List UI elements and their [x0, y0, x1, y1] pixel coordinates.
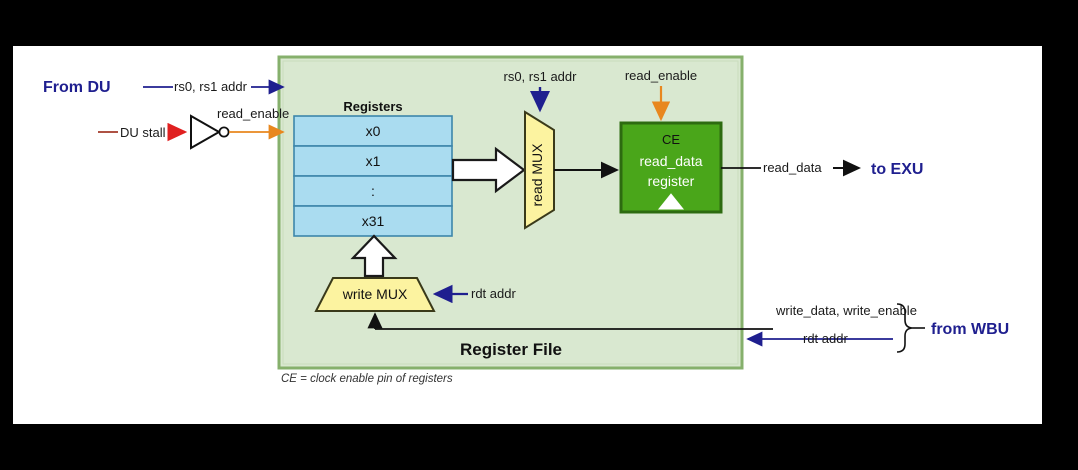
register-file-diagram: From DU rs0, rs1 addr DU stall read_enab…: [43, 55, 1009, 385]
du-stall-label: DU stall: [120, 125, 166, 140]
du-stall-inverter-group: DU stall read_enable: [98, 106, 289, 150]
write-mux-select-label: rdt addr: [471, 286, 516, 301]
register-cell: [293, 145, 453, 177]
read-enable-input-label: read_enable: [625, 68, 697, 83]
registers-heading: Registers: [343, 99, 402, 114]
from-du-label: From DU: [43, 79, 111, 96]
read-data-register-line2: register: [648, 173, 695, 189]
register-cell-label: x31: [362, 213, 385, 229]
wbu-rdt-addr-wire: rdt addr: [746, 331, 893, 347]
registers-to-read-mux-bus-arrow: [451, 146, 526, 194]
wbu-write-data-wire: write_data, write_enable: [367, 303, 917, 330]
from-du-signal-label: rs0, rs1 addr: [174, 79, 248, 94]
read-data-output: read_data to EXU: [721, 159, 923, 178]
read-mux-label: read MUX: [529, 143, 545, 207]
wbu-write-signals-label: write_data, write_enable: [775, 303, 917, 318]
read-mux-select-label: rs0, rs1 addr: [504, 69, 578, 84]
from-wbu-label: from WBU: [931, 321, 1009, 338]
read-data-register: read_enable CE read_data register: [619, 68, 723, 214]
register-cell: [293, 115, 453, 147]
write-mux-label: write MUX: [342, 286, 408, 302]
register-cell: [293, 205, 453, 237]
ce-pin-label: CE: [662, 132, 680, 147]
inverter-gate-icon: [190, 114, 222, 150]
registers-block: Registers x0 x1 : x31: [293, 99, 453, 237]
register-cell-label: x0: [366, 123, 381, 139]
write-mux: write MUX rdt addr: [314, 277, 516, 312]
inverter-bubble-icon: [218, 126, 230, 138]
read-data-output-label: read_data: [763, 160, 822, 175]
register-cell: [293, 175, 453, 207]
panel-title: Register File: [460, 340, 562, 359]
diagram-canvas: From DU rs0, rs1 addr DU stall read_enab…: [13, 46, 1042, 424]
write-mux-to-registers-bus-arrow: [350, 234, 398, 278]
from-du-input: From DU rs0, rs1 addr: [43, 79, 285, 96]
register-cell-label: x1: [366, 153, 381, 169]
wbu-brace-group: from WBU: [896, 303, 1009, 353]
read-enable-wire-label: read_enable: [217, 106, 289, 121]
clock-triangle-icon: [657, 193, 685, 210]
read-data-register-line1: read_data: [639, 153, 702, 169]
to-exu-label: to EXU: [871, 161, 923, 178]
figure-caption: CE = clock enable pin of registers: [281, 373, 453, 385]
read-mux: read MUX rs0, rs1 addr: [504, 69, 578, 230]
wbu-rdt-addr-label: rdt addr: [803, 331, 848, 346]
register-cell-label: :: [371, 183, 375, 199]
